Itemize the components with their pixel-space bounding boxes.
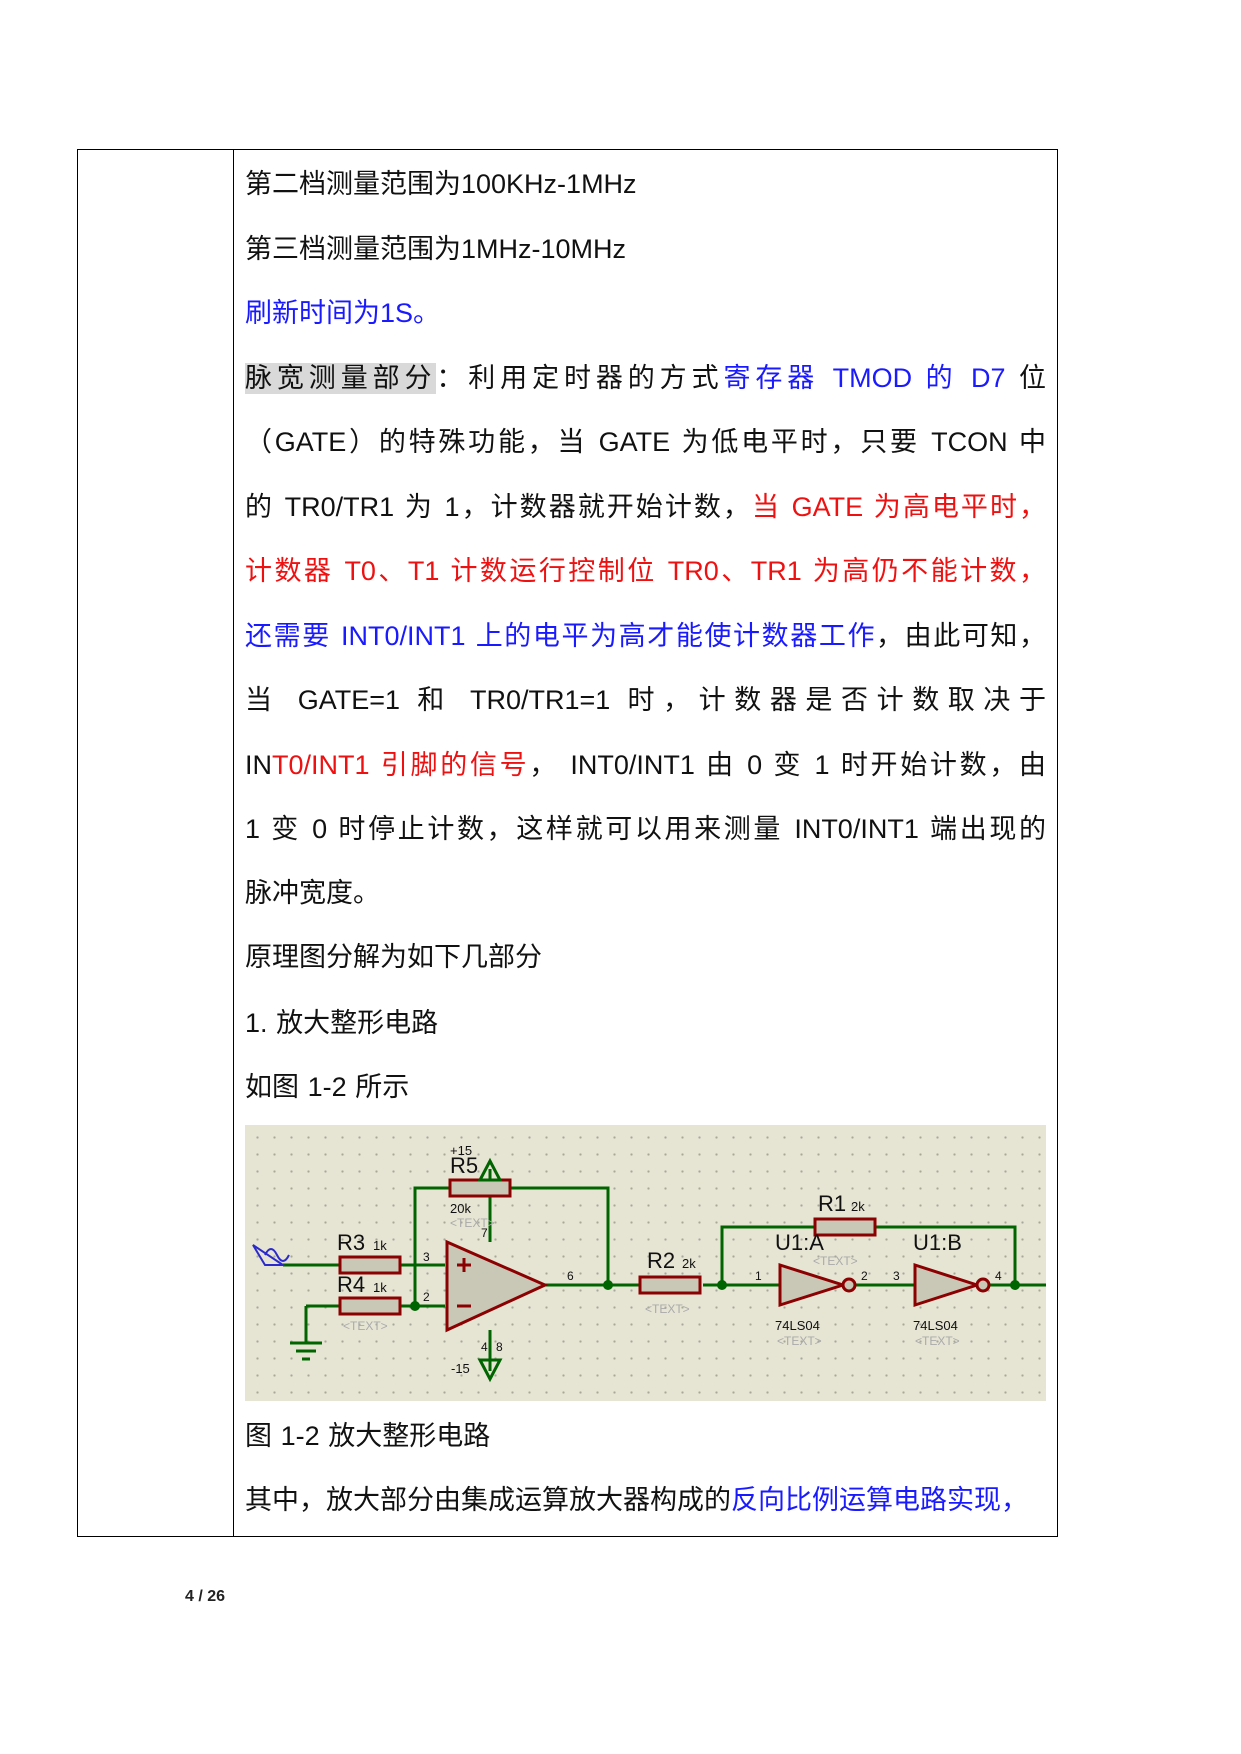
column-divider: [233, 150, 234, 1536]
figure-caption: 图 1-2 放大整形电路: [245, 1421, 491, 1452]
signal-source-icon: [252, 1244, 290, 1266]
ground-symbol: [290, 1341, 322, 1361]
paragraph-line: 脉宽测量部分：利用定时器的方式寄存器 TMOD 的 D7 位: [245, 363, 1047, 394]
svg-text:R2: R2: [647, 1248, 675, 1273]
component-labels: R5 20k <TEXT> R3 1k R4 1k <TEXT> R2 2k <…: [337, 1143, 1002, 1376]
junction-dots: [410, 1280, 1020, 1311]
svg-text:74LS04: 74LS04: [913, 1318, 958, 1333]
svg-text:2k: 2k: [682, 1256, 696, 1271]
inverters: [778, 1262, 991, 1308]
circuit-wires: [283, 1169, 1046, 1371]
svg-text:6: 6: [567, 1269, 574, 1283]
paragraph-line: 1 变 0 时停止计数，这样就可以用来测量 INT0/INT1 端出现的: [245, 814, 1047, 845]
svg-text:1k: 1k: [373, 1238, 387, 1253]
paragraph-line: INT0/INT1 引脚的信号， INT0/INT1 由 0 变 1 时开始计数…: [245, 750, 1047, 781]
svg-text:<TEXT>: <TEXT>: [450, 1216, 495, 1230]
paragraph-line: 的 TR0/TR1 为 1，计数器就开始计数，当 GATE 为高电平时，: [245, 492, 1046, 523]
resistor-r1: [813, 1217, 877, 1237]
svg-text:<TEXT>: <TEXT>: [915, 1334, 960, 1348]
svg-text:R4: R4: [337, 1272, 365, 1297]
resistor-r5: [448, 1178, 512, 1198]
circuit-figure: R5 20k <TEXT> R3 1k R4 1k <TEXT> R2 2k <…: [245, 1125, 1046, 1401]
highlighted-term: 脉宽测量部分: [245, 363, 437, 394]
svg-text:+15: +15: [450, 1143, 472, 1158]
svg-text:<TEXT>: <TEXT>: [645, 1302, 690, 1316]
svg-text:<TEXT>: <TEXT>: [813, 1254, 858, 1268]
svg-text:3: 3: [423, 1250, 430, 1264]
svg-text:2k: 2k: [851, 1199, 865, 1214]
page-number: 4 / 26: [185, 1588, 226, 1605]
paragraph-line: 当 GATE=1 和 TR0/TR1=1 时，计数器是否计数取决于: [245, 685, 1046, 716]
svg-text:1: 1: [755, 1269, 762, 1283]
svg-text:U1:A: U1:A: [775, 1230, 824, 1255]
svg-text:3: 3: [893, 1269, 900, 1283]
svg-text:R3: R3: [337, 1230, 365, 1255]
content-table: [77, 149, 1058, 1537]
svg-text:U1:B: U1:B: [913, 1230, 962, 1255]
svg-text:<TEXT>: <TEXT>: [777, 1334, 822, 1348]
paragraph-line: 脉冲宽度。: [245, 878, 380, 909]
svg-text:R5: R5: [450, 1153, 478, 1178]
resistor-r3: [338, 1255, 402, 1275]
svg-text:4: 4: [481, 1340, 488, 1354]
paragraph-line: 原理图分解为如下几部分: [245, 942, 542, 973]
paragraph-line: 第二档测量范围为100KHz-1MHz: [245, 169, 637, 200]
supply-arrows: [477, 1157, 503, 1383]
paragraph-line: 还需要 INT0/INT1 上的电平为高才能使计数器工作，由此可知，: [245, 621, 1047, 652]
paragraph-line: 第三档测量范围为1MHz-10MHz: [245, 234, 627, 265]
section-heading: 1. 放大整形电路: [245, 1008, 439, 1039]
paragraph-line: 刷新时间为1S。: [245, 298, 441, 329]
resistor-r2: [638, 1275, 702, 1295]
svg-text:4: 4: [995, 1269, 1002, 1283]
svg-text:74LS04: 74LS04: [775, 1318, 820, 1333]
svg-text:<TEXT>: <TEXT>: [343, 1319, 388, 1333]
svg-text:R1: R1: [818, 1191, 846, 1216]
svg-text:1k: 1k: [373, 1280, 387, 1295]
opamp: [445, 1239, 549, 1333]
paragraph-line: 如图 1-2 所示: [245, 1072, 410, 1103]
circuit-diagram: R5 20k <TEXT> R3 1k R4 1k <TEXT> R2 2k <…: [252, 1143, 1046, 1383]
svg-text:20k: 20k: [450, 1201, 471, 1216]
svg-text:7: 7: [481, 1226, 488, 1240]
paragraph-line: 其中，放大部分由集成运算放大器构成的反向比例运算电路实现，: [245, 1485, 1028, 1516]
resistor-r4: [338, 1296, 402, 1316]
paragraph-line: 计数器 T0、T1 计数运行控制位 TR0、TR1 为高仍不能计数，: [245, 556, 1047, 587]
svg-text:2: 2: [861, 1269, 868, 1283]
paragraph-line: （GATE）的特殊功能，当 GATE 为低电平时，只要 TCON 中: [245, 427, 1047, 458]
svg-text:-15: -15: [451, 1361, 470, 1376]
svg-text:2: 2: [423, 1290, 430, 1304]
svg-text:8: 8: [496, 1340, 503, 1354]
